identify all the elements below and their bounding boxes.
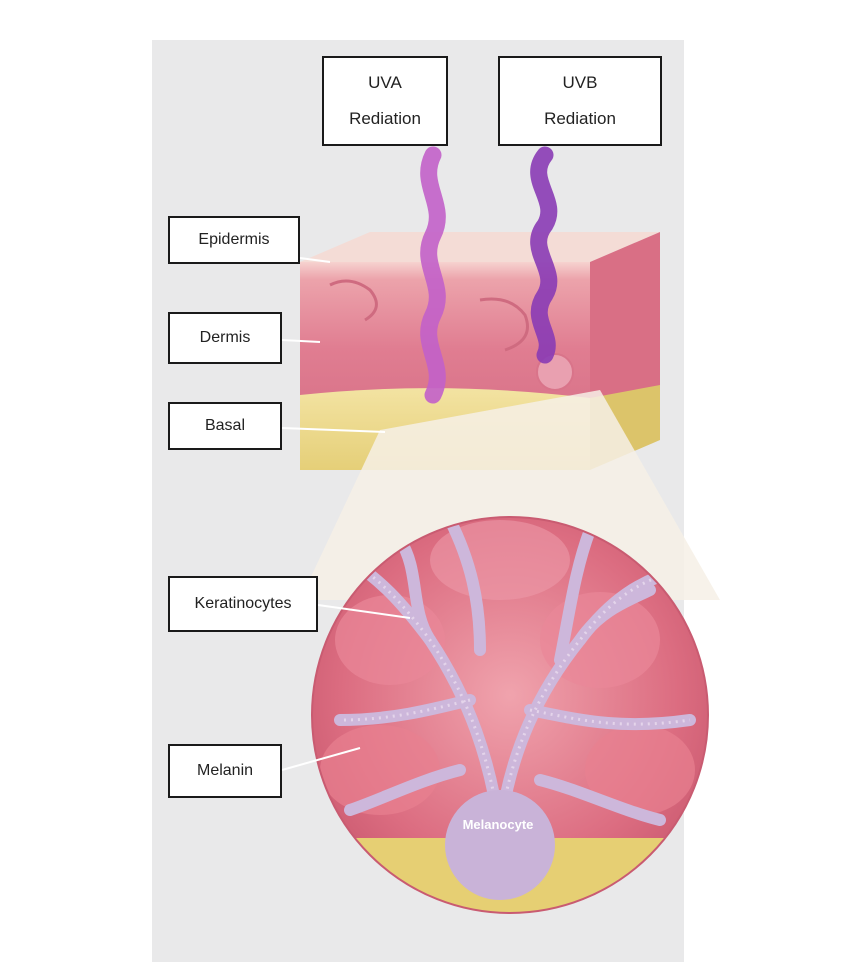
uva-radiation-label: UVA Rediation <box>322 56 448 146</box>
uvb-wave <box>539 155 549 355</box>
uva-label-line2: Rediation <box>349 101 421 137</box>
melanocyte-body <box>445 790 555 900</box>
uvb-label-line2: Rediation <box>544 101 616 137</box>
uvb-label-line1: UVB <box>563 65 598 101</box>
keratinocytes-label: Keratinocytes <box>168 576 318 632</box>
block-side-face <box>590 232 660 407</box>
uvb-radiation-label: UVB Rediation <box>498 56 662 146</box>
uva-wave <box>429 155 438 395</box>
dermis-label: Dermis <box>168 312 282 364</box>
uva-label-line1: UVA <box>368 65 402 101</box>
melanin-label: Melanin <box>168 744 282 798</box>
melanocyte-label: Melanocyte <box>463 817 534 832</box>
epidermis-label: Epidermis <box>168 216 300 264</box>
basal-label: Basal <box>168 402 282 450</box>
